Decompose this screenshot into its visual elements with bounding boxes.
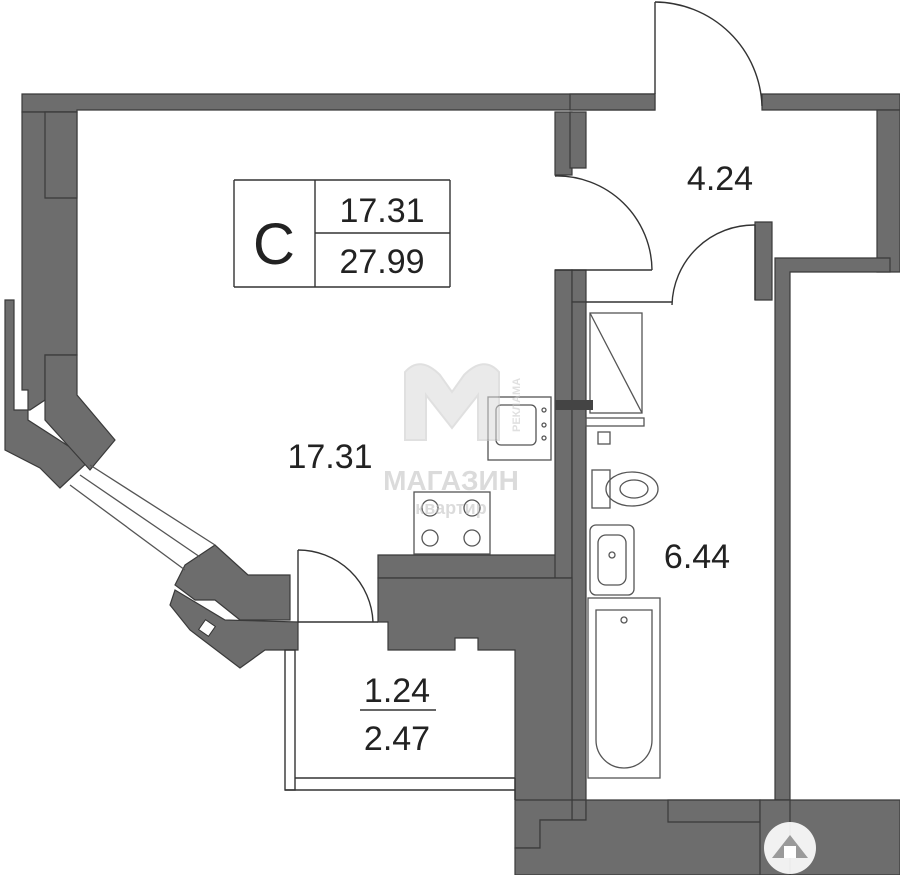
legend-living-area: 17.31 xyxy=(339,192,424,230)
balcony-door-swing xyxy=(297,549,374,623)
hallway-area-label: 4.24 xyxy=(687,160,753,198)
legend-total-area: 27.99 xyxy=(339,243,424,281)
legend-type-letter: С xyxy=(253,212,295,277)
balcony-area-total-label: 2.47 xyxy=(364,720,430,758)
stove-icon xyxy=(413,491,491,555)
area-legend: С 17.31 27.99 xyxy=(233,179,451,288)
wall-diagonal-lower xyxy=(174,544,291,621)
balcony-area-label: 1.24 xyxy=(364,672,430,710)
fixtures xyxy=(197,312,661,779)
entrance-door-swing xyxy=(654,1,763,107)
ventilation-shaft xyxy=(589,312,643,414)
watermark: МАГАЗИН квартир РЕКЛАМА xyxy=(383,363,523,518)
corner-logo-icon xyxy=(764,822,816,874)
toilet-icon xyxy=(591,469,659,509)
watermark-logo-icon xyxy=(404,363,500,441)
bath-door-swing xyxy=(671,224,756,306)
wall-thick-center xyxy=(377,577,573,849)
wall-left-inner-step xyxy=(44,111,78,199)
room-labels: 17.31 4.24 6.44 1.24 2.47 xyxy=(287,160,753,758)
wall-diagonal-upper xyxy=(44,354,116,471)
wall-bottom-left-corner xyxy=(169,589,299,669)
wall-partition-hall-main xyxy=(554,111,573,176)
wall-bathroom-left xyxy=(571,301,587,821)
wall-kitchen-bottom xyxy=(377,554,573,579)
wall-hall-left-stub xyxy=(569,93,656,111)
wall-right-step xyxy=(774,257,891,801)
wall-partition-hall-main-2 xyxy=(569,111,587,169)
wall-bath-hall-right xyxy=(754,221,773,301)
bathroom-area-label: 6.44 xyxy=(664,538,730,576)
watermark-side: РЕКЛАМА xyxy=(511,378,523,432)
watermark-brand: МАГАЗИН xyxy=(383,465,519,496)
bathtub-icon xyxy=(587,597,661,779)
balcony-outline xyxy=(284,649,516,800)
main-room-area-label: 17.31 xyxy=(287,438,372,476)
wall-bottom-inner xyxy=(667,799,761,823)
wall-bath-hall xyxy=(571,269,587,303)
doors xyxy=(297,1,763,623)
washbasin-icon xyxy=(589,524,635,596)
wall-hall-top-right xyxy=(761,93,900,111)
hatched-block xyxy=(555,400,593,410)
wall-right-outer xyxy=(876,109,900,273)
wall-top-main xyxy=(21,93,656,113)
room-door-swing xyxy=(554,175,653,271)
wall-partition-main-bath xyxy=(554,269,573,579)
watermark-sub: квартир xyxy=(415,498,486,518)
window-diagonal xyxy=(69,464,216,571)
